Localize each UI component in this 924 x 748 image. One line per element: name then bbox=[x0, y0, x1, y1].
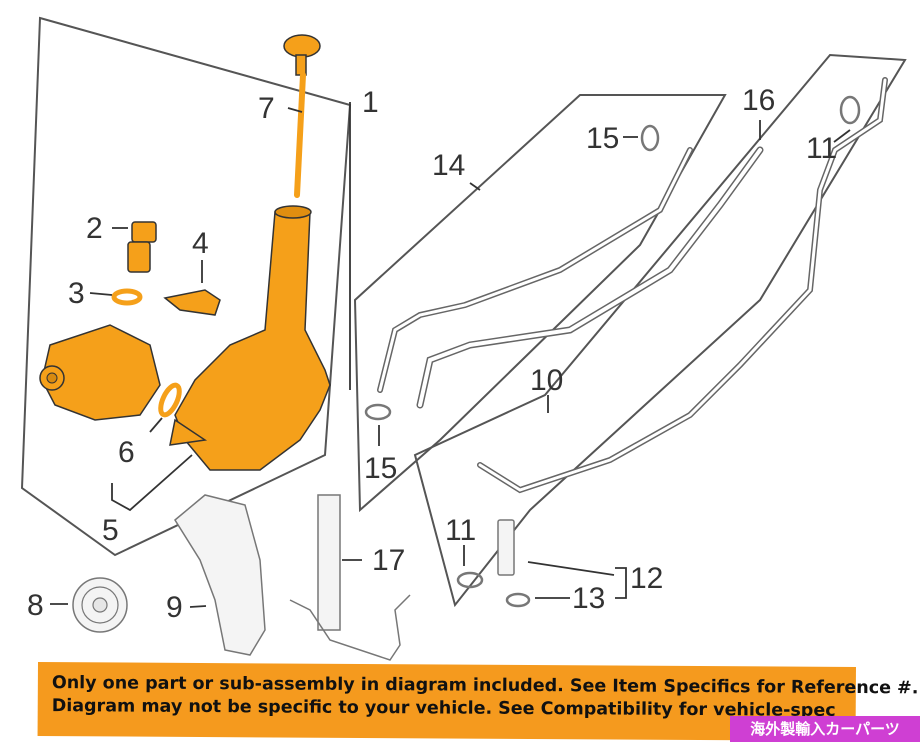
group-outline-hose-14 bbox=[353, 94, 727, 513]
watermark-tag: 海外製輸入カーパーツ bbox=[730, 716, 920, 742]
callout-9: 9 bbox=[166, 591, 183, 624]
hose-14 bbox=[377, 147, 693, 393]
reservoir bbox=[169, 205, 331, 471]
callout-5: 5 bbox=[102, 514, 119, 547]
o-ring bbox=[111, 288, 143, 306]
callout-8: 8 bbox=[27, 589, 44, 622]
callout-13: 13 bbox=[572, 582, 605, 615]
washer-11a bbox=[839, 95, 861, 125]
callout-2: 2 bbox=[86, 212, 103, 245]
disclaimer-line-2: Diagram may not be specific to your vehi… bbox=[51, 696, 836, 721]
washer-15a bbox=[640, 124, 660, 152]
callout-7: 7 bbox=[258, 92, 275, 125]
callout-1: 1 bbox=[362, 86, 379, 119]
callout-17: 17 bbox=[372, 544, 405, 577]
callout-15-top: 15 bbox=[586, 122, 619, 155]
fitting bbox=[127, 221, 157, 273]
callout-14: 14 bbox=[432, 149, 465, 182]
callout-11-bottom: 11 bbox=[445, 514, 476, 547]
leader-lines bbox=[50, 102, 851, 608]
bolt-12 bbox=[497, 519, 515, 576]
callout-12: 12 bbox=[630, 562, 663, 595]
callout-15-bottom: 15 bbox=[364, 452, 397, 485]
callout-3: 3 bbox=[68, 277, 85, 310]
pulley bbox=[72, 577, 128, 633]
gasket bbox=[158, 382, 182, 418]
callout-4: 4 bbox=[192, 227, 209, 260]
dipstick-cap bbox=[283, 34, 321, 198]
clip-bracket bbox=[163, 289, 221, 316]
washer-15b bbox=[364, 403, 392, 421]
cooler bbox=[289, 494, 411, 661]
washer-11b bbox=[456, 571, 484, 589]
mount-bracket bbox=[174, 494, 266, 656]
callout-10: 10 bbox=[530, 364, 563, 397]
callout-11-top: 11 bbox=[806, 132, 837, 165]
group-outline-hose-10 bbox=[413, 53, 907, 608]
callout-16: 16 bbox=[742, 84, 775, 117]
washer-13 bbox=[505, 592, 531, 608]
callout-6: 6 bbox=[118, 436, 135, 469]
pump bbox=[39, 324, 161, 421]
